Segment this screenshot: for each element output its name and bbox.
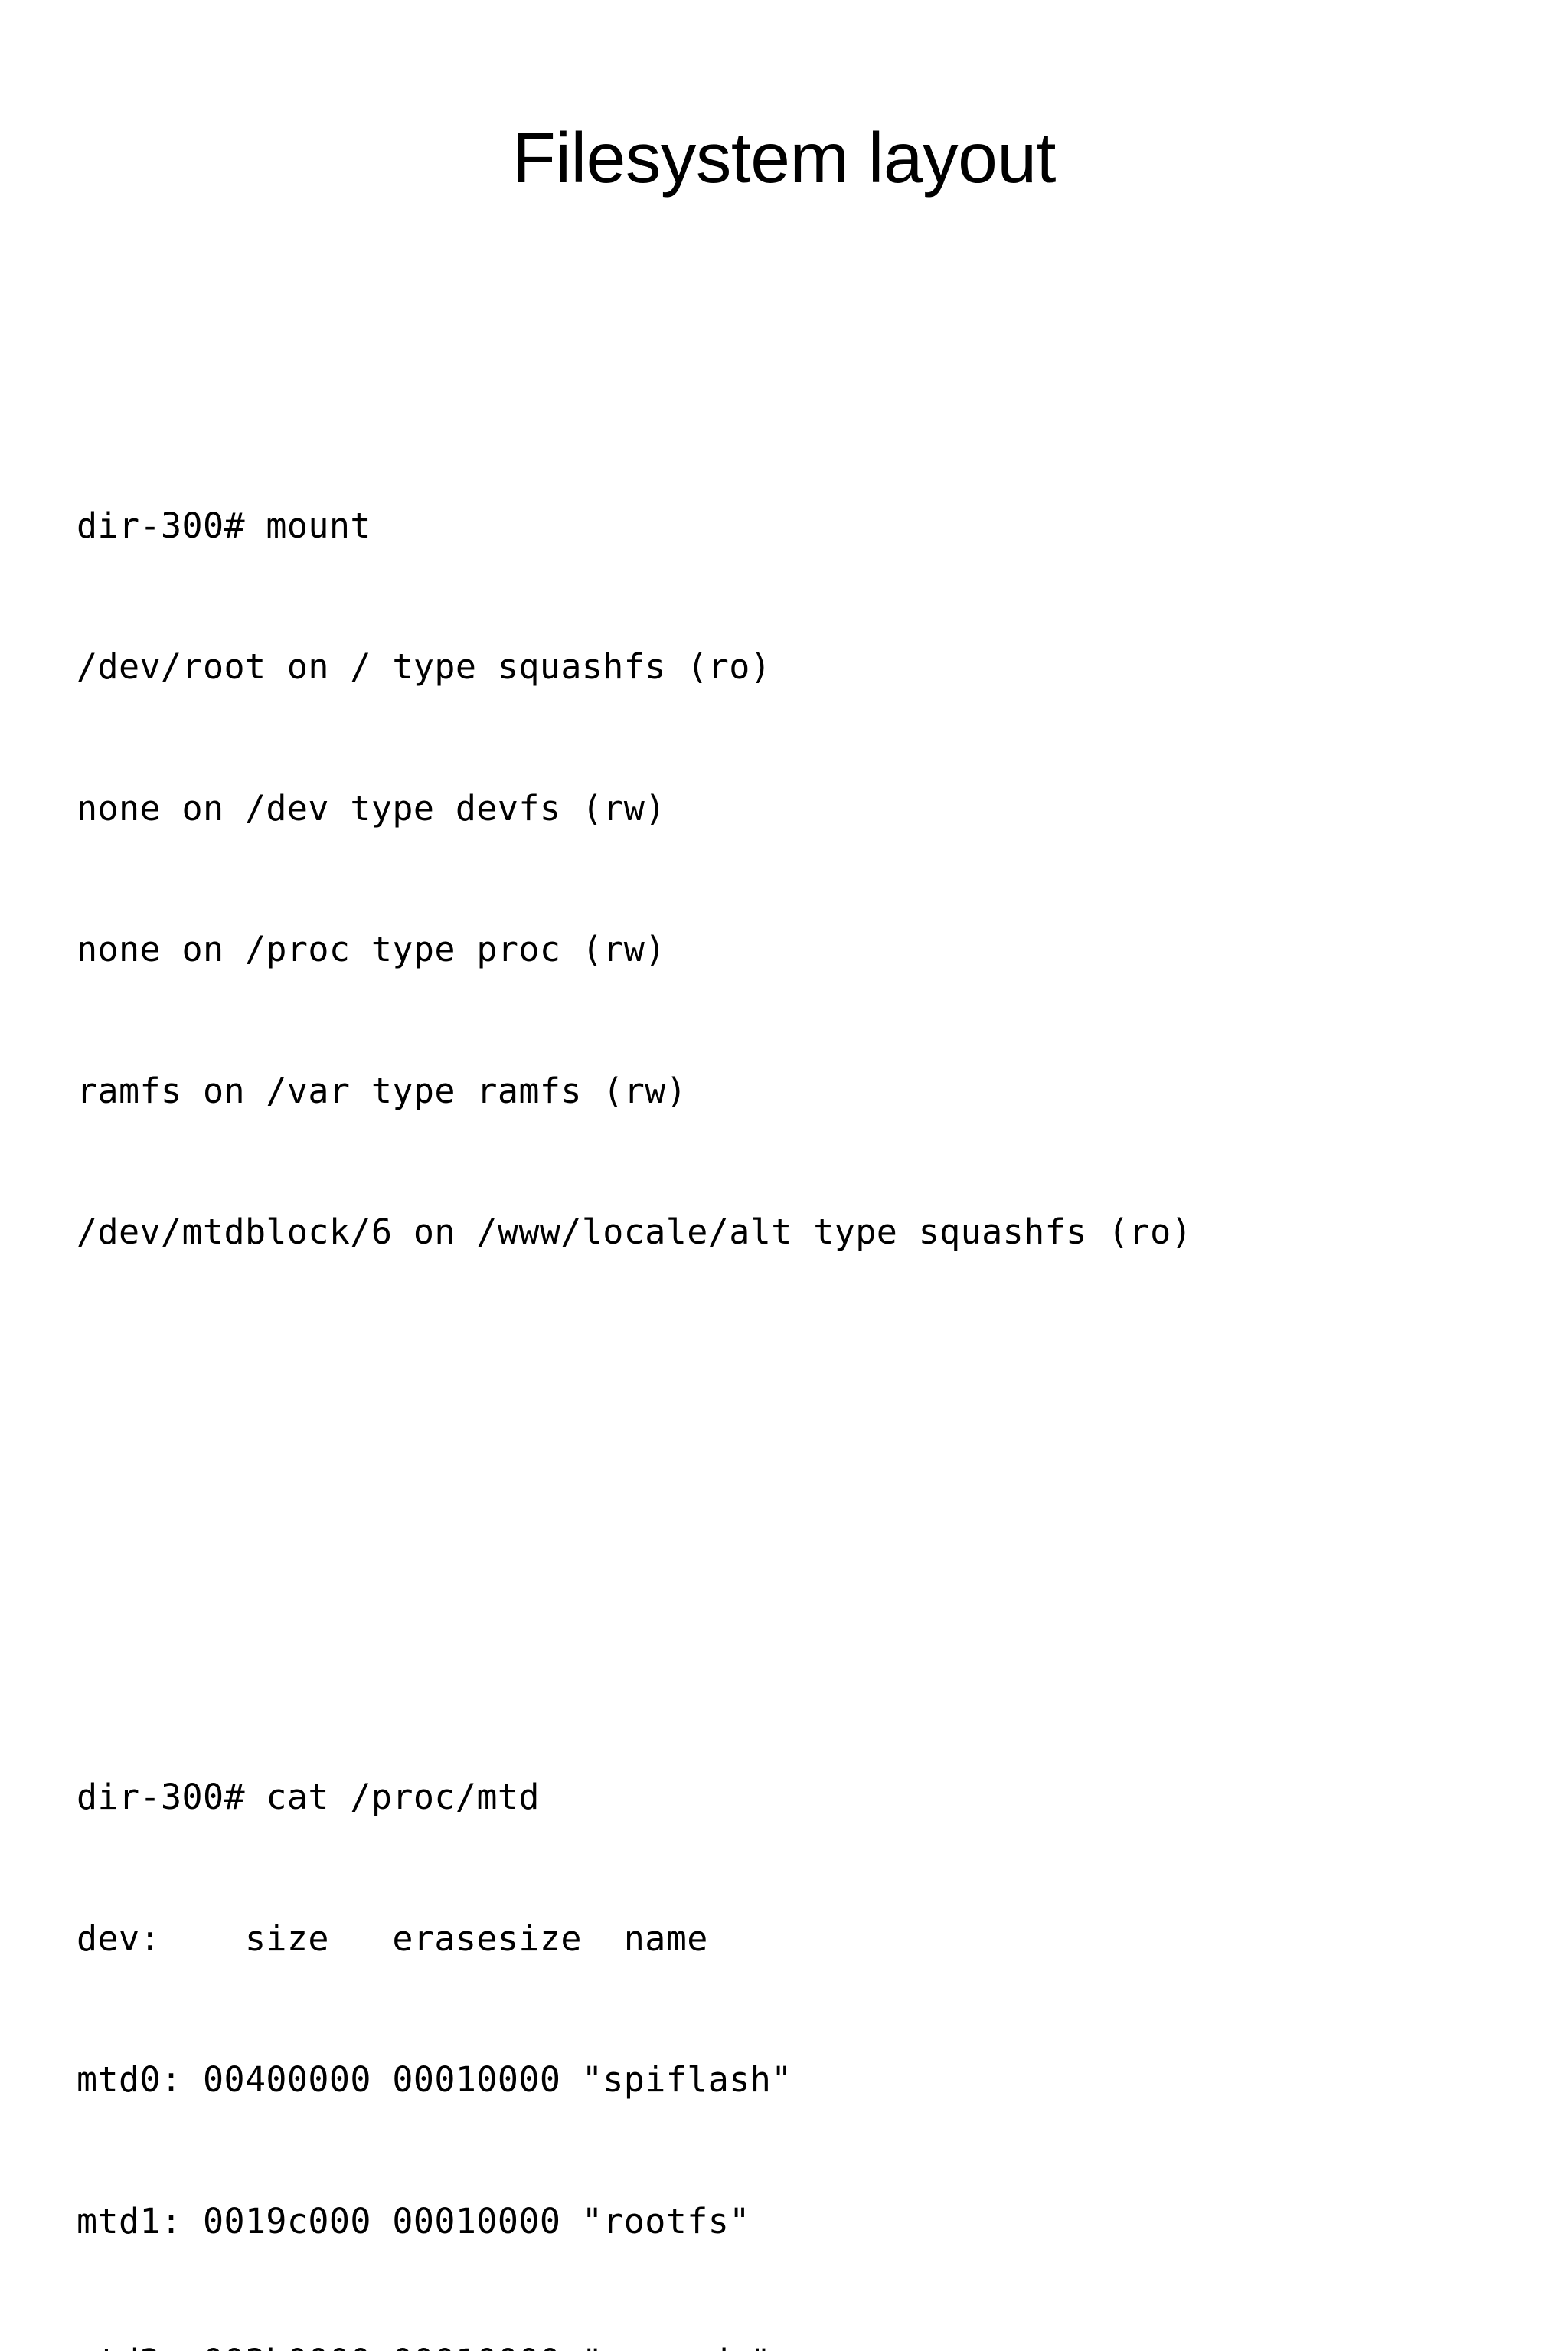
console-block-proc-mtd: dir-300# cat /proc/mtd dev: size erasesi… bbox=[77, 1679, 1516, 2351]
console-line: mtd1: 0019c000 00010000 "rootfs" bbox=[77, 2200, 750, 2241]
console-line: none on /proc type proc (rw) bbox=[77, 929, 666, 970]
console-line: ramfs on /var type ramfs (rw) bbox=[77, 1070, 688, 1111]
page-title: Filesystem layout bbox=[512, 118, 1056, 198]
console-output: dir-300# mount /dev/root on / type squas… bbox=[77, 266, 1516, 2351]
console-line: /dev/root on / type squashfs (ro) bbox=[77, 646, 772, 687]
console-line: dir-300# cat /proc/mtd bbox=[77, 1777, 540, 1817]
console-line: mtd2: 003b0000 00010000 "upgrade" bbox=[77, 2339, 1516, 2351]
console-block-mount: dir-300# mount /dev/root on / type squas… bbox=[77, 408, 1516, 1350]
slide-canvas: Filesystem layout dir-300# mount /dev/ro… bbox=[77, 118, 1192, 2351]
console-line: dir-300# mount bbox=[77, 505, 371, 546]
console-blank-line bbox=[77, 1491, 1516, 1538]
console-line: none on /dev type devfs (rw) bbox=[77, 787, 666, 829]
console-line: dev: size erasesize name bbox=[77, 1918, 708, 1959]
console-line: /dev/mtdblock/6 on /www/locale/alt type … bbox=[77, 1211, 1193, 1252]
console-line: mtd0: 00400000 00010000 "spiflash" bbox=[77, 2059, 792, 2100]
